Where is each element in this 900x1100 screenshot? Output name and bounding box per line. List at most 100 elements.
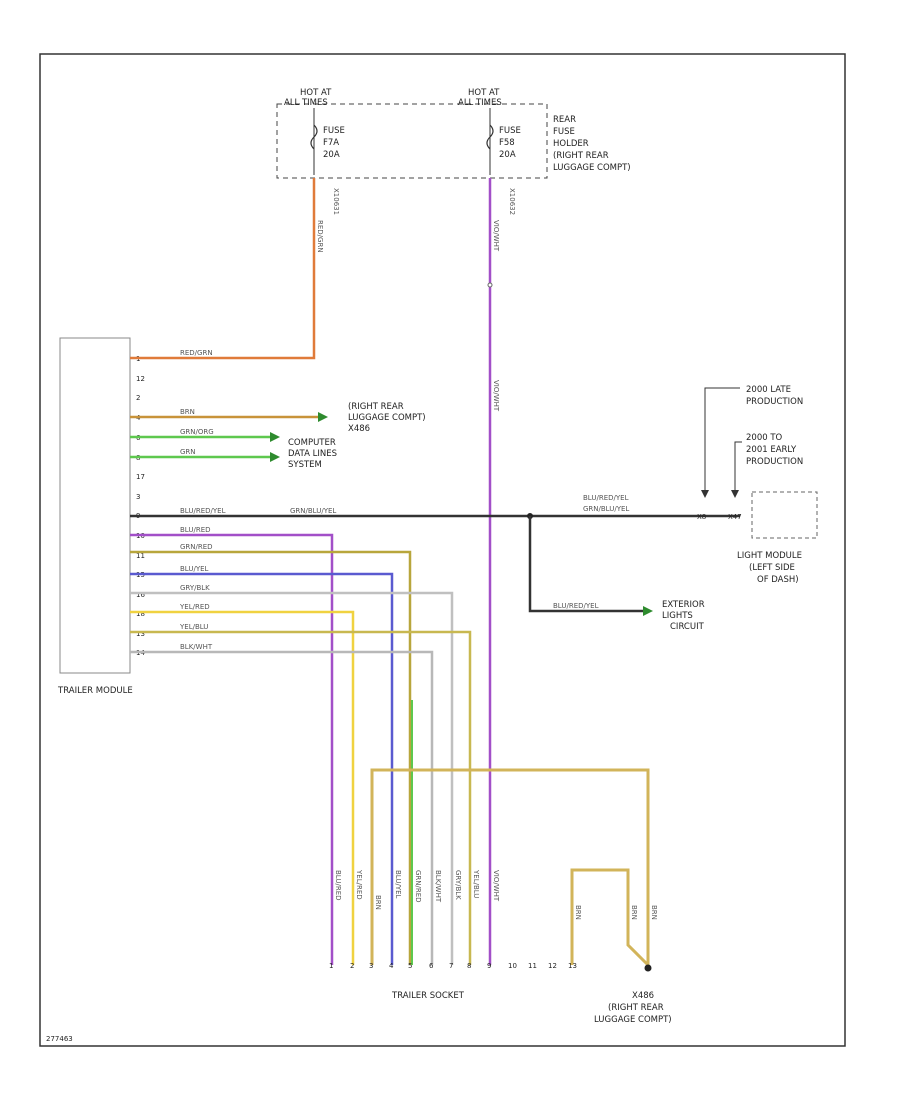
fuse-f58-symbol (486, 124, 494, 150)
module-pin: 13 (136, 630, 145, 638)
module-pin: 12 (136, 375, 145, 383)
early-indicator (734, 441, 742, 494)
arrow-computer-2 (270, 452, 280, 462)
wire-label-red-grn: RED/GRN (180, 349, 213, 357)
fuse-right-label: FUSE (499, 126, 521, 136)
ground-bottom-line1: X486 (632, 991, 654, 1001)
fuse-left-id: F7A (323, 138, 339, 148)
arrow-late (701, 490, 709, 498)
socket-pin: 12 (548, 962, 557, 970)
light-module-box (751, 491, 818, 539)
trailer-module-label: TRAILER MODULE (57, 686, 133, 696)
wire-blk-wht (130, 650, 434, 965)
exterior-line1: EXTERIOR (662, 600, 705, 610)
computer-line2: DATA LINES (288, 449, 337, 459)
wire-label-grn: GRN (180, 448, 196, 456)
ground-top-line1: (RIGHT REAR (348, 402, 404, 412)
wire-brn-ground-loop (370, 768, 650, 965)
socket-pin: 5 (408, 962, 412, 970)
lm-line3: OF DASH) (757, 575, 799, 585)
wire-yel-red (130, 610, 355, 965)
wire-label-yel-red: YEL/RED (179, 603, 210, 611)
exterior-line3: CIRCUIT (670, 622, 705, 632)
fuse-left-rating: 20A (323, 150, 340, 160)
early-line3: PRODUCTION (746, 457, 803, 467)
socket-wire-label: BLK/WHT (434, 870, 442, 903)
module-pin: 18 (136, 610, 145, 618)
wire-label-blu-red-yel: BLU/RED/YEL (180, 507, 226, 515)
computer-line1: COMPUTER (288, 438, 336, 448)
wire-grn-red (130, 550, 412, 965)
module-pin: 16 (136, 591, 145, 599)
wire-label-grn-red: GRN/RED (180, 543, 213, 551)
diagram-frame (39, 53, 846, 1047)
late-line1: 2000 LATE (746, 385, 791, 395)
holder-line3: HOLDER (553, 139, 589, 149)
wire-label-gry-blk: GRY/BLK (180, 584, 210, 592)
wire-label-exterior: BLU/RED/YEL (553, 602, 599, 610)
wire-label-yel-blu: YEL/BLU (179, 623, 208, 631)
wire-label-grn-org: GRN/ORG (180, 428, 214, 436)
lm-pin-x47: X47 (728, 513, 742, 521)
lm-line2: (LEFT SIDE (749, 563, 795, 573)
socket-pin: 1 (329, 962, 333, 970)
socket-wire-label: BLU/RED (334, 870, 342, 901)
conn-left-label: X10631 (332, 188, 340, 215)
trailer-module-box (59, 337, 131, 674)
module-pin: 11 (136, 552, 145, 560)
wire-label-blu-red: BLU/RED (180, 526, 211, 534)
socket-pin: 4 (389, 962, 394, 970)
wire-label-blu-yel: BLU/YEL (180, 565, 209, 573)
fuse-right-id: F58 (499, 138, 515, 148)
arrow-exterior (643, 606, 653, 616)
holder-line2: FUSE (553, 127, 575, 137)
ground-bottom-line2: (RIGHT REAR (608, 1003, 664, 1013)
hot-left-line1: HOT AT (300, 88, 332, 98)
figure-id: 277463 (46, 1035, 73, 1043)
module-pin: 2 (136, 394, 140, 402)
module-pin: 17 (136, 473, 145, 481)
module-pin: 3 (136, 493, 140, 501)
hot-right-line1: HOT AT (468, 88, 500, 98)
early-line2: 2001 EARLY (746, 445, 797, 455)
socket-pin: 3 (369, 962, 373, 970)
fuse-right-rating: 20A (499, 150, 516, 160)
ground-top-line3: X486 (348, 424, 370, 434)
socket-wire-label: YEL/RED (355, 869, 363, 900)
wire-label-vio-wht-2: VIO/WHT (492, 380, 500, 412)
computer-line3: SYSTEM (288, 460, 322, 470)
socket-pin: 13 (568, 962, 577, 970)
wire-label-vio-wht: VIO/WHT (492, 220, 500, 252)
fuse-left-label: FUSE (323, 126, 345, 136)
socket-pin: 2 (350, 962, 354, 970)
wire-label-brn: BRN (180, 408, 195, 416)
wire-brn-ground-2 (570, 868, 650, 967)
trailer-socket-label: TRAILER SOCKET (391, 991, 465, 1001)
wire-label-red-grn-vertical: RED/GRN (316, 220, 324, 253)
socket-wire-label: BRN (630, 905, 638, 920)
socket-wire-label: BRN (574, 905, 582, 920)
socket-pin: 7 (449, 962, 453, 970)
lm-line1: LIGHT MODULE (737, 551, 802, 561)
inline-connector (487, 282, 493, 288)
fuse-f7a-symbol (310, 124, 318, 150)
socket-wire-label: BRN (650, 905, 658, 920)
socket-wire-label: VIO/WHT (492, 870, 500, 902)
wire-yel-blu (130, 630, 472, 965)
ground-top-line2: LUGGAGE COMPT) (348, 413, 426, 423)
early-line1: 2000 TO (746, 433, 783, 443)
wire-label-grn-blu-yel: GRN/BLU/YEL (290, 507, 336, 515)
socket-wire-label: GRN/RED (414, 870, 422, 903)
late-line2: PRODUCTION (746, 397, 803, 407)
socket-pin: 8 (467, 962, 471, 970)
ground-bottom-line3: LUGGAGE COMPT) (594, 1015, 672, 1025)
hot-right-line2: ALL TIMES (458, 98, 502, 108)
socket-wire-label: GRY/BLK (454, 870, 462, 900)
arrow-computer-1 (270, 432, 280, 442)
wire-blu-yel (130, 572, 394, 965)
wire-red-grn (130, 178, 316, 360)
holder-line1: REAR (553, 115, 576, 125)
socket-wire-label: YEL/BLU (472, 869, 480, 898)
socket-wire-label: BRN (374, 895, 382, 910)
